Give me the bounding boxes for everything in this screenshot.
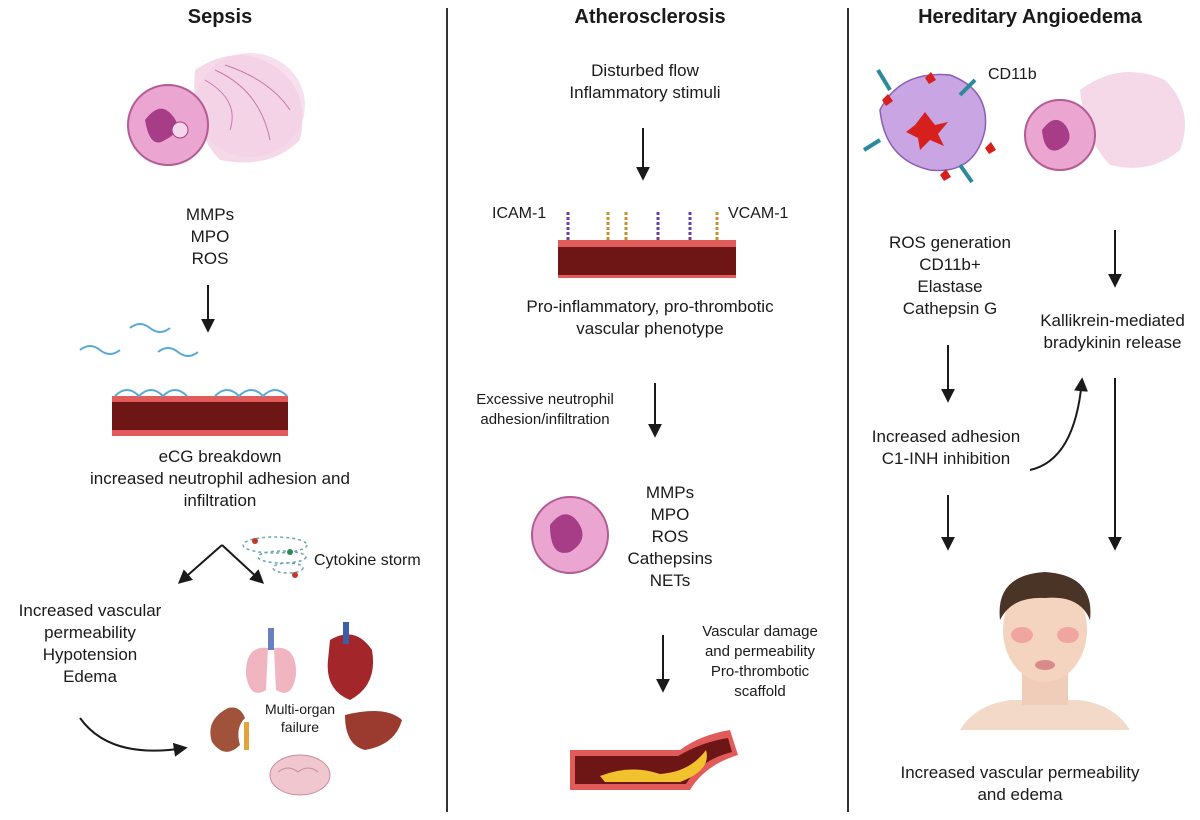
sepsis-title: Sepsis [187, 6, 253, 28]
hae-factor-elastase: Elastase [917, 277, 983, 296]
sepsis-outcome-line-3: Hypotension [42, 645, 138, 664]
sepsis-arrow-right [221, 544, 265, 584]
sepsis-ecg-line-3: infiltration [183, 491, 257, 510]
athero-title: Atherosclerosis [574, 6, 726, 28]
athero-mediator-cathepsins: Cathepsins [627, 549, 713, 568]
hae-factor-ros: ROS generation [889, 233, 1011, 252]
sepsis-vessel-icon [112, 389, 288, 436]
athero-phenotype-line-2: vascular phenotype [576, 319, 724, 338]
sepsis-mediator-mmps: MMPs [185, 205, 235, 224]
hae-outcome-line-1: Increased vascular permeability [900, 763, 1140, 782]
hae-outcome-line-2: and edema [977, 785, 1063, 804]
liver-icon [345, 711, 402, 750]
athero-neutrophil-icon [531, 496, 609, 574]
cytokine-storm-label: Cytokine storm [314, 552, 421, 569]
sepsis-outcomes: Increased vascular permeability Hypotens… [0, 600, 180, 688]
athero-adhesion: Excessive neutrophil adhesion/infiltrati… [455, 390, 635, 430]
icam-label: ICAM-1 [492, 205, 547, 222]
athero-damage: Vascular damage and permeability Pro-thr… [680, 622, 840, 702]
athero-damage-line-4: scaffold [734, 683, 786, 700]
organ-failure-line-2: failure [280, 719, 320, 735]
hae-outcome: Increased vascular permeability and edem… [880, 762, 1160, 806]
cd11b-label: CD11b [988, 66, 1037, 83]
athero-adhesion-line-2: adhesion/infiltration [480, 411, 610, 428]
sepsis-curved-arrow [79, 717, 188, 757]
endothelium-adhesion-molecules-icon [558, 212, 736, 278]
hae-curved-arrow [1029, 377, 1088, 471]
heart-icon [327, 622, 374, 700]
organ-failure-line-1: Multi-organ [264, 701, 336, 717]
hae-inhibition: Increased adhesion C1-INH inhibition [856, 426, 1036, 470]
hae-kallikrein: Kallikrein-mediated bradykinin release [1025, 310, 1200, 354]
hae-factor-cathepsin-g: Cathepsin G [902, 299, 998, 318]
sepsis-outcome-line-4: Edema [63, 667, 117, 686]
hae-title: Hereditary Angioedema [918, 6, 1142, 28]
hae-inhibition-line-2: C1-INH inhibition [881, 449, 1011, 468]
cytokine-storm-icon [242, 536, 308, 578]
brain-icon [269, 754, 331, 796]
glycocalyx-fragments-icon [79, 323, 199, 357]
hae-kallikrein-line-2: bradykinin release [1043, 333, 1182, 352]
athero-stimuli-line-1: Disturbed flow [591, 61, 699, 80]
sepsis-ecg-line-1: eCG breakdown [158, 447, 282, 466]
sepsis-outcome-line-2: permeability [44, 623, 136, 642]
sepsis-outcome-line-1: Increased vascular [18, 601, 162, 620]
plaque-vessel-icon [570, 730, 738, 790]
athero-damage-line-1: Vascular damage [702, 623, 818, 640]
athero-mediator-nets: NETs [649, 571, 691, 590]
sepsis-ecg-line-2: increased neutrophil adhesion and [90, 469, 350, 488]
activated-neutrophil-icon [862, 68, 996, 184]
vcam-label: VCAM-1 [728, 205, 789, 222]
lungs-icon [245, 628, 297, 693]
athero-damage-line-2: and permeability [704, 643, 816, 660]
athero-stimuli-line-2: Inflammatory stimuli [569, 83, 721, 102]
kidney-icon [210, 707, 249, 752]
athero-adhesion-line-1: Excessive neutrophil [476, 391, 614, 408]
patient-face-icon [960, 572, 1130, 730]
sepsis-mediator-mpo: MPO [190, 227, 230, 246]
athero-stimuli: Disturbed flow Inflammatory stimuli [540, 60, 750, 104]
hae-net-release-icon [1024, 72, 1185, 171]
hae-factor-cd11b: CD11b+ [919, 255, 981, 274]
sepsis-mediators: MMPs MPO ROS [150, 204, 270, 270]
athero-mediator-ros: ROS [651, 527, 689, 546]
organ-failure-label: Multi-organ failure [255, 700, 345, 736]
hae-factors: ROS generation CD11b+ Elastase Cathepsin… [870, 232, 1030, 320]
athero-phenotype: Pro-inflammatory, pro-thrombotic vascula… [500, 296, 800, 340]
hae-kallikrein-line-1: Kallikrein-mediated [1040, 311, 1185, 330]
sepsis-net-release-icon [127, 53, 305, 166]
sepsis-ecg-text: eCG breakdown increased neutrophil adhes… [40, 446, 400, 512]
sepsis-mediator-ros: ROS [191, 249, 229, 268]
athero-mediator-mpo: MPO [650, 505, 690, 524]
athero-phenotype-line-1: Pro-inflammatory, pro-thrombotic [526, 297, 774, 316]
athero-damage-line-3: Pro-thrombotic [710, 663, 810, 680]
athero-mediators: MMPs MPO ROS Cathepsins NETs [610, 482, 730, 592]
hae-inhibition-line-1: Increased adhesion [871, 427, 1021, 446]
athero-mediator-mmps: MMPs [645, 483, 695, 502]
sepsis-arrow-left [177, 544, 223, 584]
